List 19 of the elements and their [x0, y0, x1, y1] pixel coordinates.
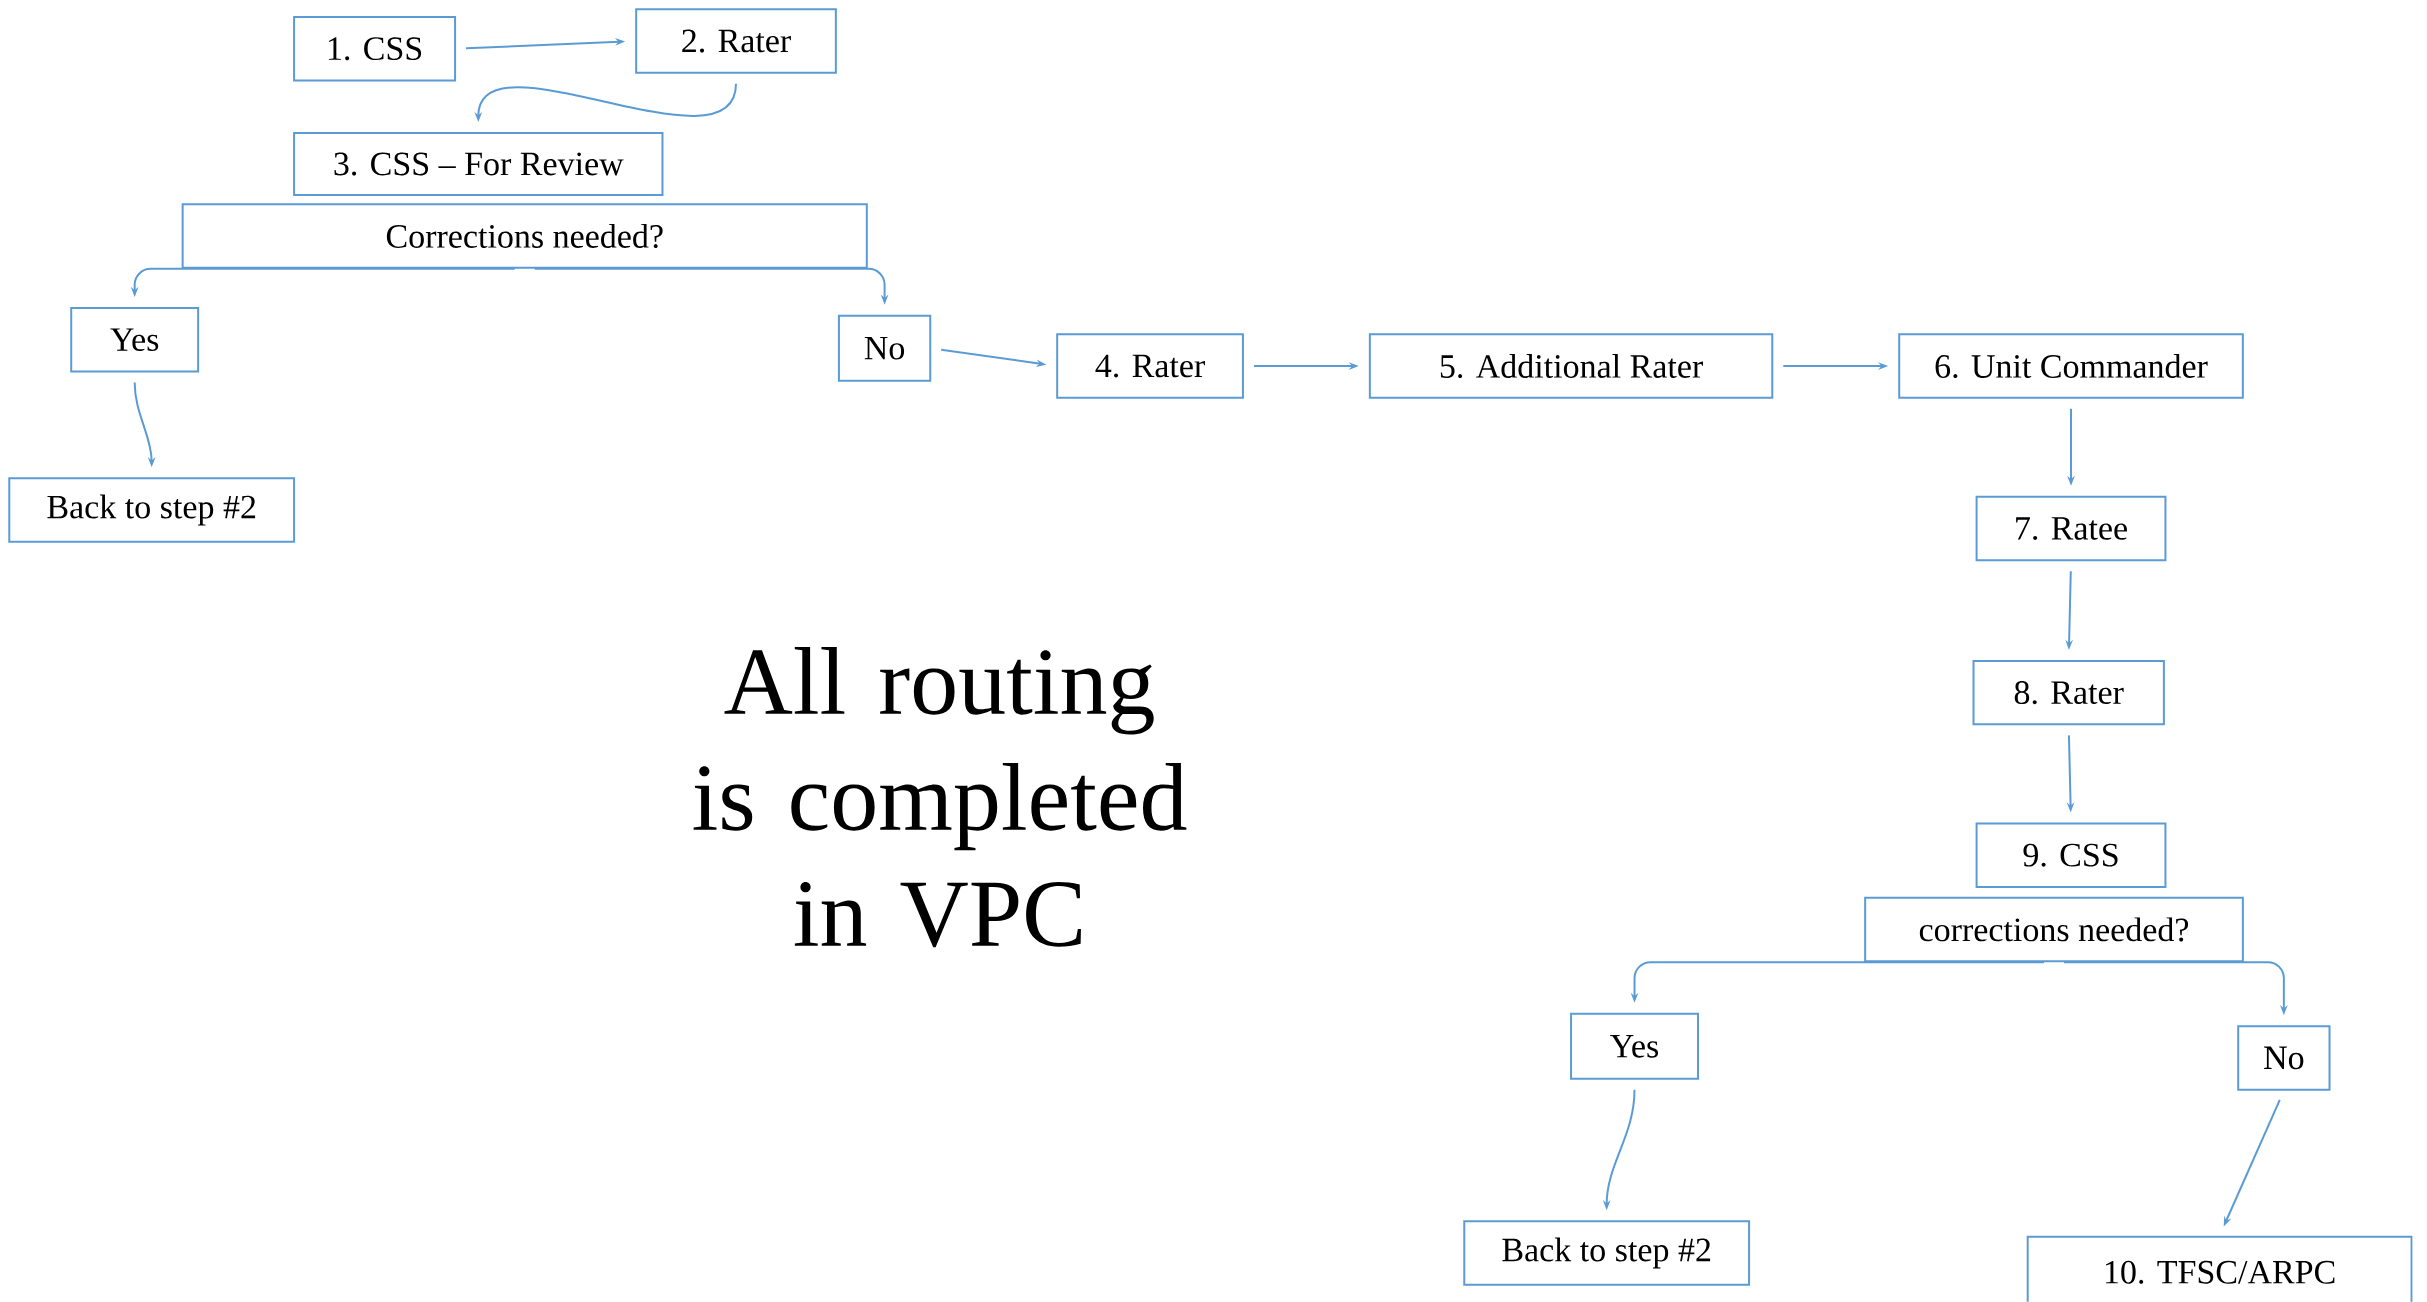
process-box: Back to step #2 [8, 477, 296, 543]
process-box: corrections needed? [1864, 896, 2244, 963]
process-box: 1. CSS [293, 16, 457, 82]
process-box: Back to step #2 [1463, 1220, 1751, 1286]
process-box: 7. Ratee [1975, 496, 2167, 562]
process-box: No [2237, 1025, 2331, 1091]
process-box: 8. Rater [1972, 660, 2165, 726]
process-box: 2. Rater [635, 8, 837, 74]
process-box: 9. CSS [1975, 822, 2167, 889]
process-box: 10. TFSC/ARPC [2026, 1235, 2413, 1302]
process-box: No [837, 314, 932, 382]
process-box: Yes [70, 307, 200, 373]
process-box: 5. Additional Rater [1368, 333, 1774, 399]
note-text: All routing is completed in VPC [693, 647, 1187, 948]
process-box: Corrections needed? [181, 203, 868, 269]
process-box: 4. Rater [1056, 333, 1244, 399]
process-box: Yes [1570, 1012, 1699, 1080]
process-box: 6. Unit Commander [1898, 333, 2244, 399]
process-box: 3. CSS – For Review [293, 132, 664, 197]
